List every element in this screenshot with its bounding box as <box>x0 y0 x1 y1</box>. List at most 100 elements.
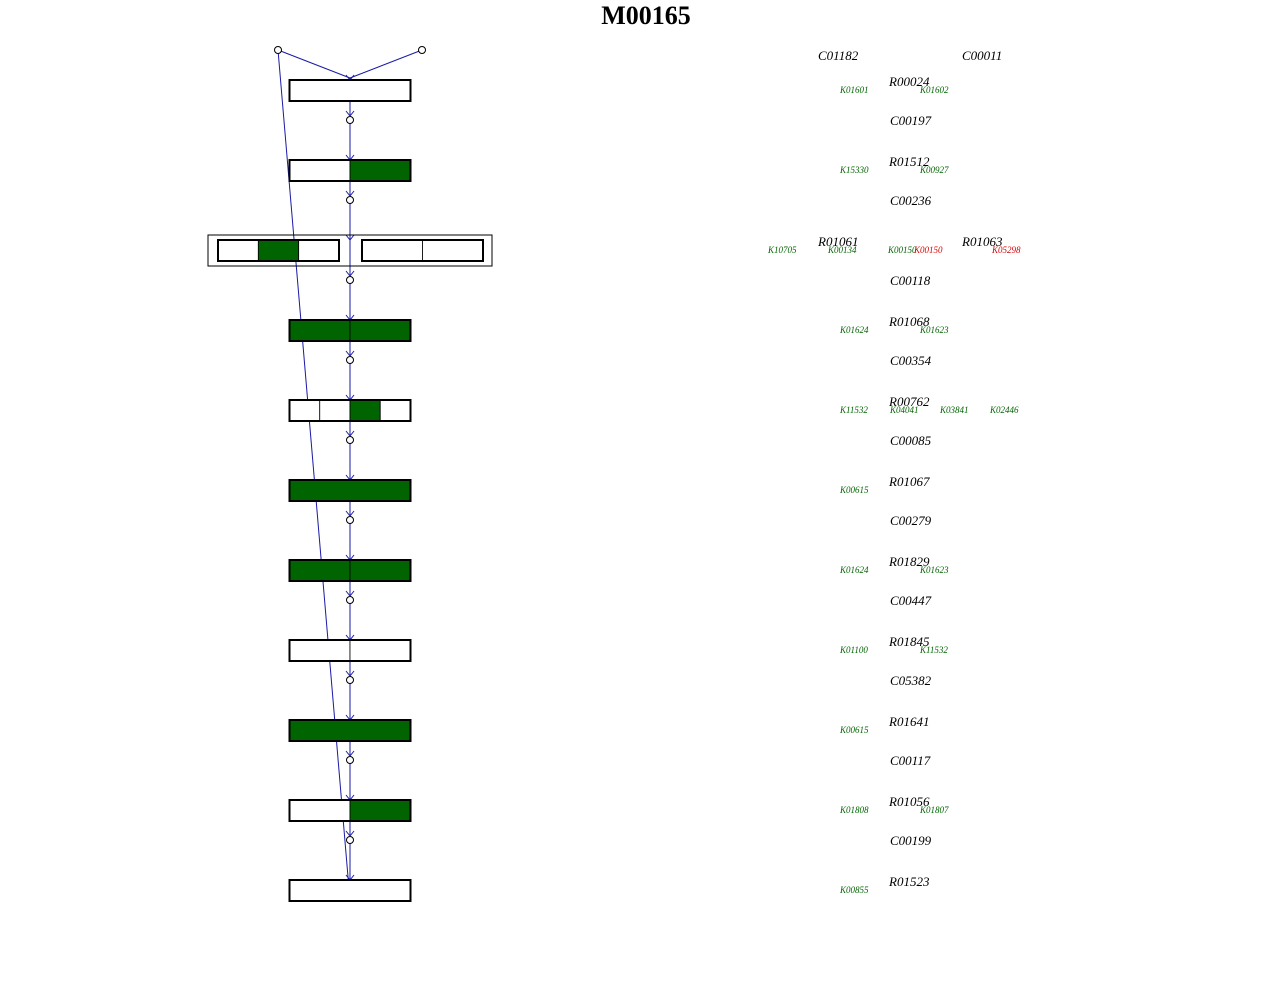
ko-cell <box>289 479 411 502</box>
arrow-head <box>345 590 355 597</box>
compound-label: C00447 <box>890 593 932 608</box>
edge-line <box>349 49 423 79</box>
ko-label: K01100 <box>839 645 868 655</box>
compound-label: C00011 <box>962 48 1002 63</box>
reaction-box <box>288 879 412 902</box>
reaction-box <box>288 479 412 502</box>
ko-label: K01601 <box>839 85 869 95</box>
reaction-box <box>288 319 412 342</box>
compound-label: C00118 <box>890 273 931 288</box>
compound-node <box>346 596 354 604</box>
compound-node <box>346 436 354 444</box>
reaction-label: R01068 <box>888 314 930 329</box>
reaction-label: R01641 <box>888 714 929 729</box>
ko-cell <box>289 879 411 902</box>
pathway-edges <box>274 46 426 901</box>
ko-cell <box>289 639 351 662</box>
compound-node <box>346 676 354 684</box>
compound-node <box>346 276 354 284</box>
arrow-head <box>345 110 355 117</box>
compound-node <box>274 46 282 54</box>
compound-label: C00085 <box>890 433 932 448</box>
arrow-head <box>345 750 355 757</box>
reaction-box <box>217 239 340 262</box>
ko-label: K00134 <box>827 245 857 255</box>
arrow-head <box>345 270 355 277</box>
ko-cell <box>289 399 321 422</box>
arrow-head <box>345 190 355 197</box>
ko-label: K00150 <box>913 245 943 255</box>
reaction-box <box>288 399 412 422</box>
ko-label: K00927 <box>919 165 949 175</box>
compound-label: C00354 <box>890 353 932 368</box>
compound-label: C00117 <box>890 753 931 768</box>
ko-cell <box>349 799 411 822</box>
module-title: M00165 <box>601 1 691 30</box>
ko-label: K03841 <box>939 405 969 415</box>
step-boxes <box>207 79 493 902</box>
reaction-box <box>288 639 412 662</box>
ko-cell <box>349 639 411 662</box>
ko-label: K04041 <box>889 405 919 415</box>
reaction-label: R01067 <box>888 474 930 489</box>
ko-cell <box>289 79 411 102</box>
compound-label: C05382 <box>890 673 932 688</box>
ko-cell <box>289 559 351 582</box>
ko-label: K00615 <box>839 485 869 495</box>
ko-label: K05298 <box>991 245 1021 255</box>
reaction-box <box>288 719 412 742</box>
ko-label: K01807 <box>919 805 949 815</box>
ko-label: K00615 <box>839 725 869 735</box>
reaction-group-frame <box>207 234 493 267</box>
reaction-label: R01056 <box>888 794 930 809</box>
ko-label: K10705 <box>767 245 797 255</box>
reaction-box <box>361 239 484 262</box>
compound-node <box>346 836 354 844</box>
edge-line <box>277 49 351 901</box>
compound-node <box>346 196 354 204</box>
compound-label: C00279 <box>890 513 932 528</box>
ko-cell <box>217 239 259 262</box>
reaction-label: R00762 <box>888 394 930 409</box>
arrow-head <box>345 430 355 437</box>
ko-cell <box>349 159 411 182</box>
ko-label: K01623 <box>919 565 949 575</box>
ko-label: K01602 <box>919 85 949 95</box>
reaction-label: R01523 <box>888 874 930 889</box>
ko-label: K01623 <box>919 325 949 335</box>
ko-cell <box>422 239 484 262</box>
ko-label: K01808 <box>839 805 869 815</box>
compound-node <box>418 46 426 54</box>
ko-cell <box>379 399 411 422</box>
compound-node <box>346 516 354 524</box>
compound-label: C00199 <box>890 833 932 848</box>
reaction-box <box>288 79 412 102</box>
reaction-label: R01061 <box>817 234 858 249</box>
ko-cell <box>319 399 351 422</box>
ko-cell <box>361 239 423 262</box>
reaction-label: R01829 <box>888 554 930 569</box>
reaction-label: R00024 <box>888 74 930 89</box>
ko-label: K01624 <box>839 565 869 575</box>
reaction-label: R01512 <box>888 154 930 169</box>
ko-cell <box>289 319 351 342</box>
ko-label: K11532 <box>919 645 948 655</box>
compound-label: C00197 <box>890 113 932 128</box>
compound-node <box>346 756 354 764</box>
reaction-label: R01845 <box>888 634 930 649</box>
compound-label: C00236 <box>890 193 932 208</box>
arrow-head <box>345 670 355 677</box>
ko-cell <box>298 239 340 262</box>
compound-label: C01182 <box>818 48 859 63</box>
ko-label: K15330 <box>839 165 869 175</box>
ko-cell <box>289 719 411 742</box>
ko-cell <box>257 239 300 262</box>
ko-cell <box>349 559 411 582</box>
ko-cell <box>289 799 351 822</box>
arrow-head <box>345 234 355 241</box>
ko-cell <box>349 319 411 342</box>
ko-label: K00855 <box>839 885 869 895</box>
ko-cell <box>289 159 351 182</box>
